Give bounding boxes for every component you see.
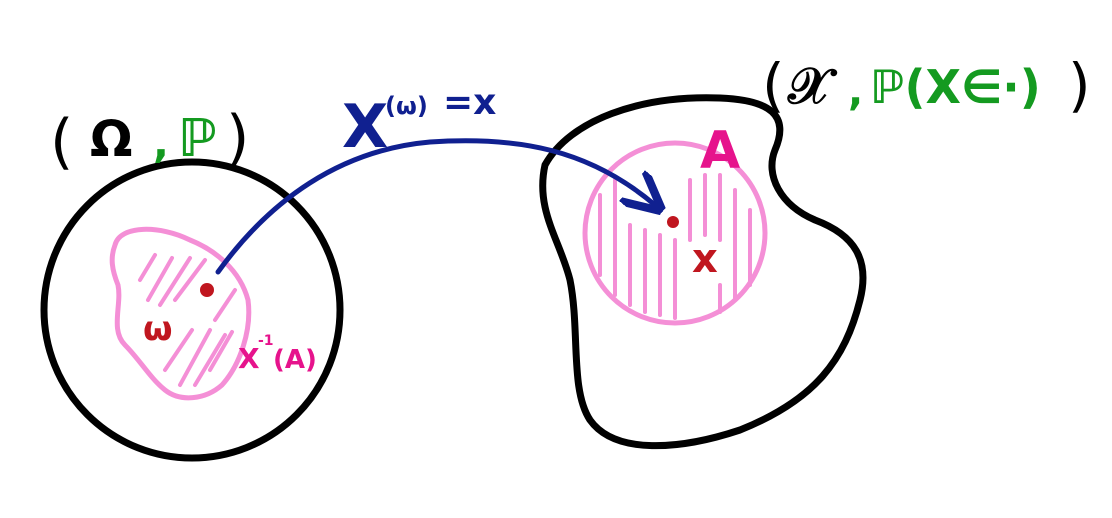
mapping-argument-label: (ω)	[385, 92, 428, 120]
omega-set-symbol: Ω	[90, 110, 133, 168]
left-comma: ,	[153, 118, 169, 167]
preimage-label: X	[238, 342, 260, 375]
mapping-equals-label: =x	[443, 82, 496, 123]
set-a-hatching	[598, 173, 752, 320]
left-close-paren: )	[226, 103, 249, 173]
omega-point	[200, 283, 214, 297]
omega-circle	[40, 158, 344, 462]
preimage-hatching	[138, 253, 237, 387]
preimage-argument: (A)	[273, 345, 317, 375]
x-set-symbol: 𝒳	[787, 57, 838, 115]
x-point	[667, 216, 679, 228]
x-point-label: x	[692, 236, 718, 282]
set-a-label: A	[700, 121, 740, 181]
right-comma: ,	[848, 69, 863, 115]
probability-measure: ℙ	[178, 109, 217, 169]
preimage-set-outline	[109, 226, 252, 401]
set-a-outline	[582, 140, 768, 326]
mapping-arrow	[215, 138, 655, 275]
pushforward-measure: ℙ(X∈·)	[870, 60, 1041, 114]
omega-point-label: ω	[143, 309, 173, 349]
preimage-superscript: -1	[258, 333, 274, 349]
mapping-function-label: X	[342, 92, 388, 162]
right-close-paren: )	[1068, 51, 1091, 119]
x-space-outline	[539, 94, 867, 450]
left-open-paren: (	[50, 107, 73, 177]
right-open-paren: (	[762, 51, 785, 119]
